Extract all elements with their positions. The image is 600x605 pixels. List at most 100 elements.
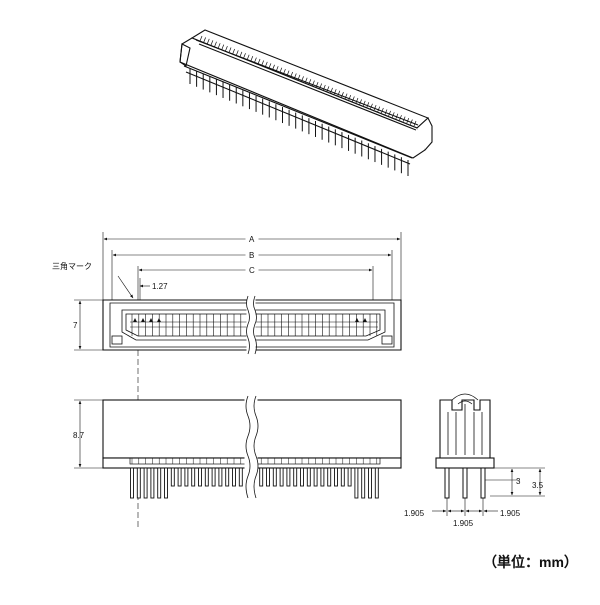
iso-contact <box>413 120 417 127</box>
front-pin <box>279 467 284 487</box>
iso-contact <box>304 77 308 83</box>
iso-contact <box>322 84 326 91</box>
iso-contact <box>264 61 268 68</box>
front-pin <box>286 467 291 487</box>
iso-contact <box>359 99 362 105</box>
front-pin <box>211 467 216 487</box>
front-pin <box>259 467 264 487</box>
iso-contact <box>297 74 301 81</box>
iso-contact <box>232 48 235 55</box>
iso-contact <box>261 60 264 66</box>
iso-contact <box>381 107 384 114</box>
iso-contact <box>301 76 304 82</box>
iso-contact <box>239 51 243 57</box>
spacing-mid-label: 1.905 <box>453 519 474 528</box>
iso-contact <box>326 86 330 92</box>
iso-contact <box>402 116 406 122</box>
iso-contact <box>337 90 341 96</box>
iso-contact <box>286 70 290 76</box>
front-pin <box>340 467 345 487</box>
iso-contact <box>377 106 381 112</box>
front-pin <box>136 467 141 499</box>
dimension-c-label: C <box>249 266 255 275</box>
front-pin <box>143 467 148 499</box>
height-8-7-label: 8.7 <box>73 431 85 440</box>
iso-contact <box>319 83 323 89</box>
front-pin <box>218 467 223 487</box>
front-pin <box>198 467 202 487</box>
side-view: 3 3.5 1.905 1.905 1.905 <box>404 393 545 528</box>
front-pin <box>368 467 372 499</box>
front-pin <box>157 467 162 499</box>
iso-contact <box>243 53 246 59</box>
front-pin <box>347 467 352 487</box>
iso-contact <box>210 40 214 46</box>
front-pin <box>177 467 182 487</box>
front-pin <box>272 467 277 487</box>
iso-contact <box>330 87 333 93</box>
front-pin <box>306 467 311 487</box>
iso-contact <box>399 115 402 121</box>
dimension-a-label: A <box>249 235 255 244</box>
iso-contact <box>352 96 355 102</box>
iso-contact <box>370 103 373 109</box>
isometric-connector-view <box>179 29 433 176</box>
iso-contact <box>341 92 344 98</box>
iso-contact <box>272 64 275 70</box>
iso-contact <box>410 119 413 125</box>
iso-contact <box>391 112 395 118</box>
iso-contact <box>384 109 388 115</box>
iso-contact <box>283 69 286 75</box>
iso-contact <box>214 41 217 47</box>
spacing-left-label: 1.905 <box>404 509 425 518</box>
iso-contact <box>312 80 315 86</box>
front-pin <box>293 467 298 487</box>
iso-contact <box>406 117 410 124</box>
pin-3-label: 3 <box>516 477 521 486</box>
iso-contact <box>388 110 391 117</box>
front-pin <box>374 467 379 499</box>
front-pin <box>354 467 359 499</box>
iso-contact <box>257 58 261 65</box>
iso-contact <box>373 105 377 111</box>
front-pin <box>238 467 243 487</box>
front-pin <box>225 467 230 487</box>
front-pin <box>300 467 304 487</box>
top-view: A B C 1.27 三角マーク 7 <box>52 232 402 530</box>
iso-contact <box>348 94 352 101</box>
front-pin <box>164 467 168 499</box>
iso-contact <box>221 44 225 50</box>
front-pin <box>327 467 332 487</box>
triangle-mark-label: 三角マーク <box>52 261 92 271</box>
front-pin <box>334 467 338 487</box>
iso-contact <box>279 67 283 73</box>
front-pin <box>130 467 134 499</box>
iso-contact <box>293 73 297 79</box>
iso-contact <box>246 54 250 60</box>
height-7-label: 7 <box>73 321 78 330</box>
iso-contact <box>315 81 319 88</box>
spacing-right-label: 1.905 <box>500 509 521 518</box>
front-pin <box>320 467 325 487</box>
iso-contact <box>228 47 232 53</box>
iso-contact <box>333 89 337 95</box>
front-view: 8.7 <box>73 395 402 503</box>
iso-contact <box>268 63 272 69</box>
iso-contact <box>206 38 210 45</box>
front-pin <box>266 467 270 487</box>
iso-contact <box>395 113 399 119</box>
front-pin <box>191 467 196 487</box>
iso-contact <box>344 93 348 99</box>
iso-contact <box>355 97 359 104</box>
front-pin <box>361 467 366 499</box>
pin-3-5-label: 3.5 <box>532 481 544 490</box>
iso-contact <box>217 43 221 49</box>
front-pin <box>184 467 189 487</box>
iso-contact <box>225 45 228 52</box>
front-pin <box>313 467 318 487</box>
iso-contact <box>308 79 312 85</box>
iso-contact <box>290 71 294 78</box>
iso-contact <box>275 66 279 72</box>
